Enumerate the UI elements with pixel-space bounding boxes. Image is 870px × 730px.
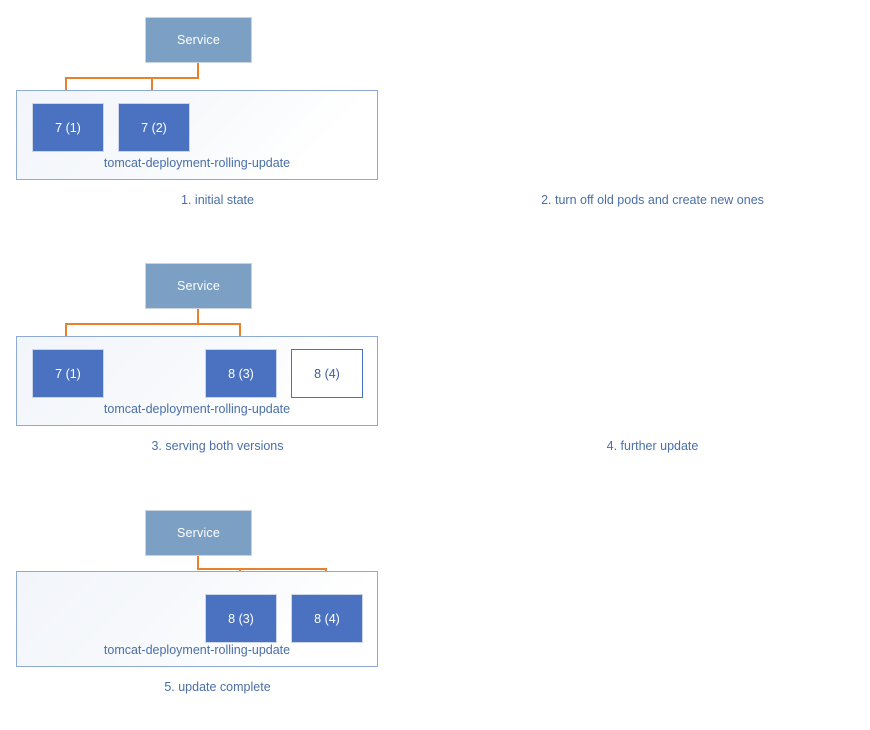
pod-box[interactable]: 7 (1) [32, 349, 104, 398]
service-label: Service [176, 33, 221, 47]
deployment-label: tomcat-deployment-rolling-update [103, 402, 291, 416]
service-label: Service [176, 526, 221, 540]
pod-box[interactable]: 7 (1) [32, 103, 104, 152]
pod-label: 8 (4) [314, 611, 340, 626]
pod-box[interactable]: 8 (4) [291, 349, 363, 398]
pod-box[interactable]: 7 (2) [118, 103, 190, 152]
panel-caption: 4. further update [606, 439, 699, 453]
service-box[interactable]: Service [145, 17, 252, 63]
pod-label: 8 (3) [228, 366, 254, 381]
panel-update-complete: Service tomcat-deployment-rolling-update… [0, 490, 435, 730]
panel-turn-off-old-pods: Service tomcat-deployment-rolling-update… [435, 0, 870, 240]
connector-bar [65, 77, 199, 79]
pod-label: 7 (1) [55, 120, 81, 135]
connector-drop-right [151, 77, 153, 95]
pod-label: 7 (2) [141, 120, 167, 135]
pod-label: 7 (1) [55, 366, 81, 381]
connector-bar [197, 568, 327, 570]
panel-caption: 1. initial state [181, 193, 254, 207]
pod-label: 8 (4) [314, 366, 340, 381]
deployment-label: tomcat-deployment-rolling-update [103, 643, 291, 657]
connector-drop-left [65, 77, 67, 95]
connector-bar [65, 323, 241, 325]
panel-caption: 2. turn off old pods and create new ones [541, 193, 764, 207]
connector-stem [197, 556, 199, 570]
deployment-label: tomcat-deployment-rolling-update [103, 156, 291, 170]
panel-initial-state: Service tomcat-deployment-rolling-update… [0, 0, 435, 240]
pod-label: 8 (3) [228, 611, 254, 626]
pod-box[interactable]: 8 (4) [291, 594, 363, 643]
panel-serving-both-versions: Service tomcat-deployment-rolling-update… [0, 245, 435, 485]
pod-box[interactable]: 8 (3) [205, 349, 277, 398]
panel-caption: 5. update complete [164, 680, 271, 694]
connector-drop-right [239, 323, 241, 341]
connector-stem [197, 63, 199, 79]
panel-caption: 3. serving both versions [151, 439, 284, 453]
panel-further-update: Service tomcat-deployment-rolling-update… [435, 245, 870, 485]
service-label: Service [176, 279, 221, 293]
pod-box[interactable]: 8 (3) [205, 594, 277, 643]
connector-drop-left [65, 323, 67, 341]
connector-stem [197, 309, 199, 325]
service-box[interactable]: Service [145, 510, 252, 556]
service-box[interactable]: Service [145, 263, 252, 309]
